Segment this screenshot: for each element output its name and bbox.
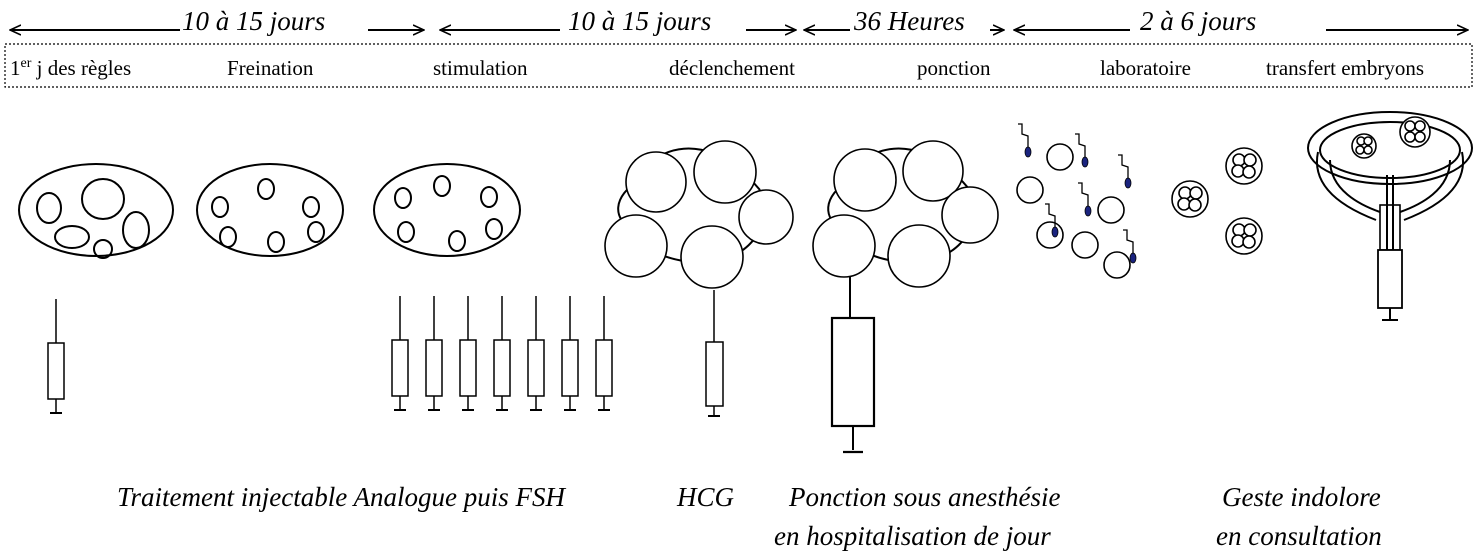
step-freination: Freination — [227, 56, 314, 80]
caption-geste-2: en consultation — [1216, 521, 1382, 551]
duration-arrows: 10 à 15 jours 10 à 15 jours 36 Heures 2 … — [10, 6, 1468, 36]
duration-4: 2 à 6 jours — [1140, 6, 1256, 36]
captions: Traitement injectable Analogue puis FSH … — [117, 482, 1382, 551]
step-laboratoire: laboratoire — [1100, 56, 1191, 80]
syringe-analogue — [47, 298, 65, 414]
step-ponction: ponction — [917, 56, 991, 80]
duration-3: 36 Heures — [853, 6, 965, 36]
step-first-day: 1er j des règles — [10, 56, 131, 80]
syringe-ponction — [830, 316, 876, 454]
caption-ponction-1: Ponction sous anesthésie — [788, 482, 1060, 512]
embryos-culture — [1171, 147, 1263, 255]
laboratory-fertilization — [1016, 123, 1137, 279]
follicle-cluster-ponction — [812, 140, 999, 318]
caption-ponction-2: en hospitalisation de jour — [774, 521, 1051, 551]
duration-2: 10 à 15 jours — [568, 6, 711, 36]
ovary-stimulation — [373, 163, 521, 257]
ovary-freination — [196, 163, 344, 257]
step-transfert: transfert embryons — [1266, 56, 1424, 80]
uterus-transfer — [1307, 111, 1473, 321]
step-declenchement: déclenchement — [669, 56, 795, 80]
caption-geste-1: Geste indolore — [1222, 482, 1381, 512]
syringes-fsh — [391, 295, 613, 411]
step-stimulation: stimulation — [433, 56, 528, 80]
ovary-rest — [18, 163, 174, 259]
caption-traitement: Traitement injectable Analogue puis FSH — [117, 482, 566, 512]
syringe-hcg — [705, 290, 724, 417]
caption-hcg: HCG — [676, 482, 734, 512]
follicle-cluster-hcg — [604, 140, 794, 289]
duration-1: 10 à 15 jours — [182, 6, 325, 36]
steps-frame — [4, 43, 1473, 88]
steps-bar: 1er j des règles Freination stimulation … — [4, 43, 1473, 88]
